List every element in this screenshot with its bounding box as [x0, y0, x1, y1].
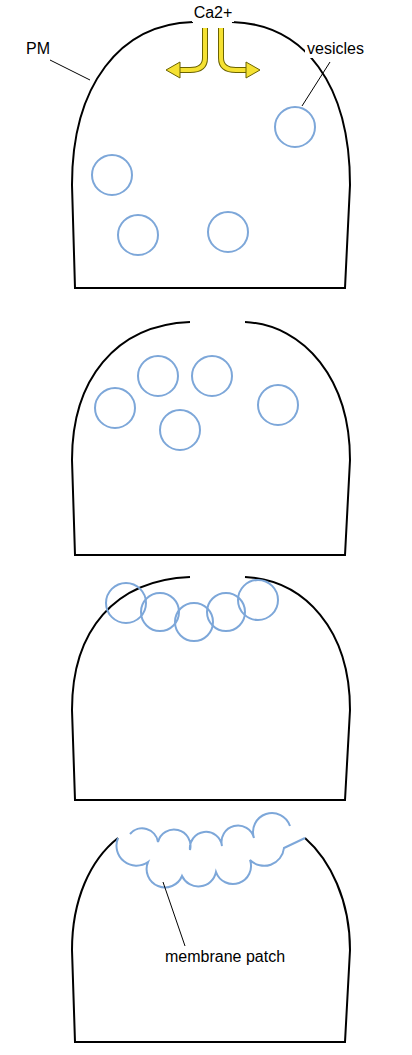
patch-label: membrane patch	[163, 948, 287, 966]
leader-line	[50, 60, 90, 80]
leader-line	[302, 62, 330, 106]
vesicle	[118, 215, 158, 255]
vesicle	[106, 583, 146, 623]
plasma-membrane	[72, 577, 350, 800]
vesicle	[258, 385, 298, 425]
calcium-influx-arrows	[166, 28, 260, 78]
vesicle	[92, 155, 132, 195]
vesicle	[160, 410, 200, 450]
plasma-membrane	[72, 22, 350, 288]
ion-label: Ca2+	[192, 4, 235, 22]
vesicle	[95, 388, 135, 428]
plasma-membrane	[72, 838, 350, 1042]
vesicle	[208, 212, 248, 252]
vesicle	[238, 580, 278, 620]
vesicle	[141, 593, 179, 631]
membrane-label: PM	[24, 40, 52, 58]
vesicle	[207, 593, 245, 631]
leader-line	[163, 882, 185, 946]
membrane-patch	[130, 813, 290, 850]
vesicle	[192, 356, 232, 396]
membrane-patch	[116, 838, 305, 887]
vesicle-label: vesicles	[305, 40, 366, 58]
plasma-membrane	[72, 322, 350, 555]
vesicle	[138, 356, 178, 396]
vesicle	[275, 107, 315, 147]
